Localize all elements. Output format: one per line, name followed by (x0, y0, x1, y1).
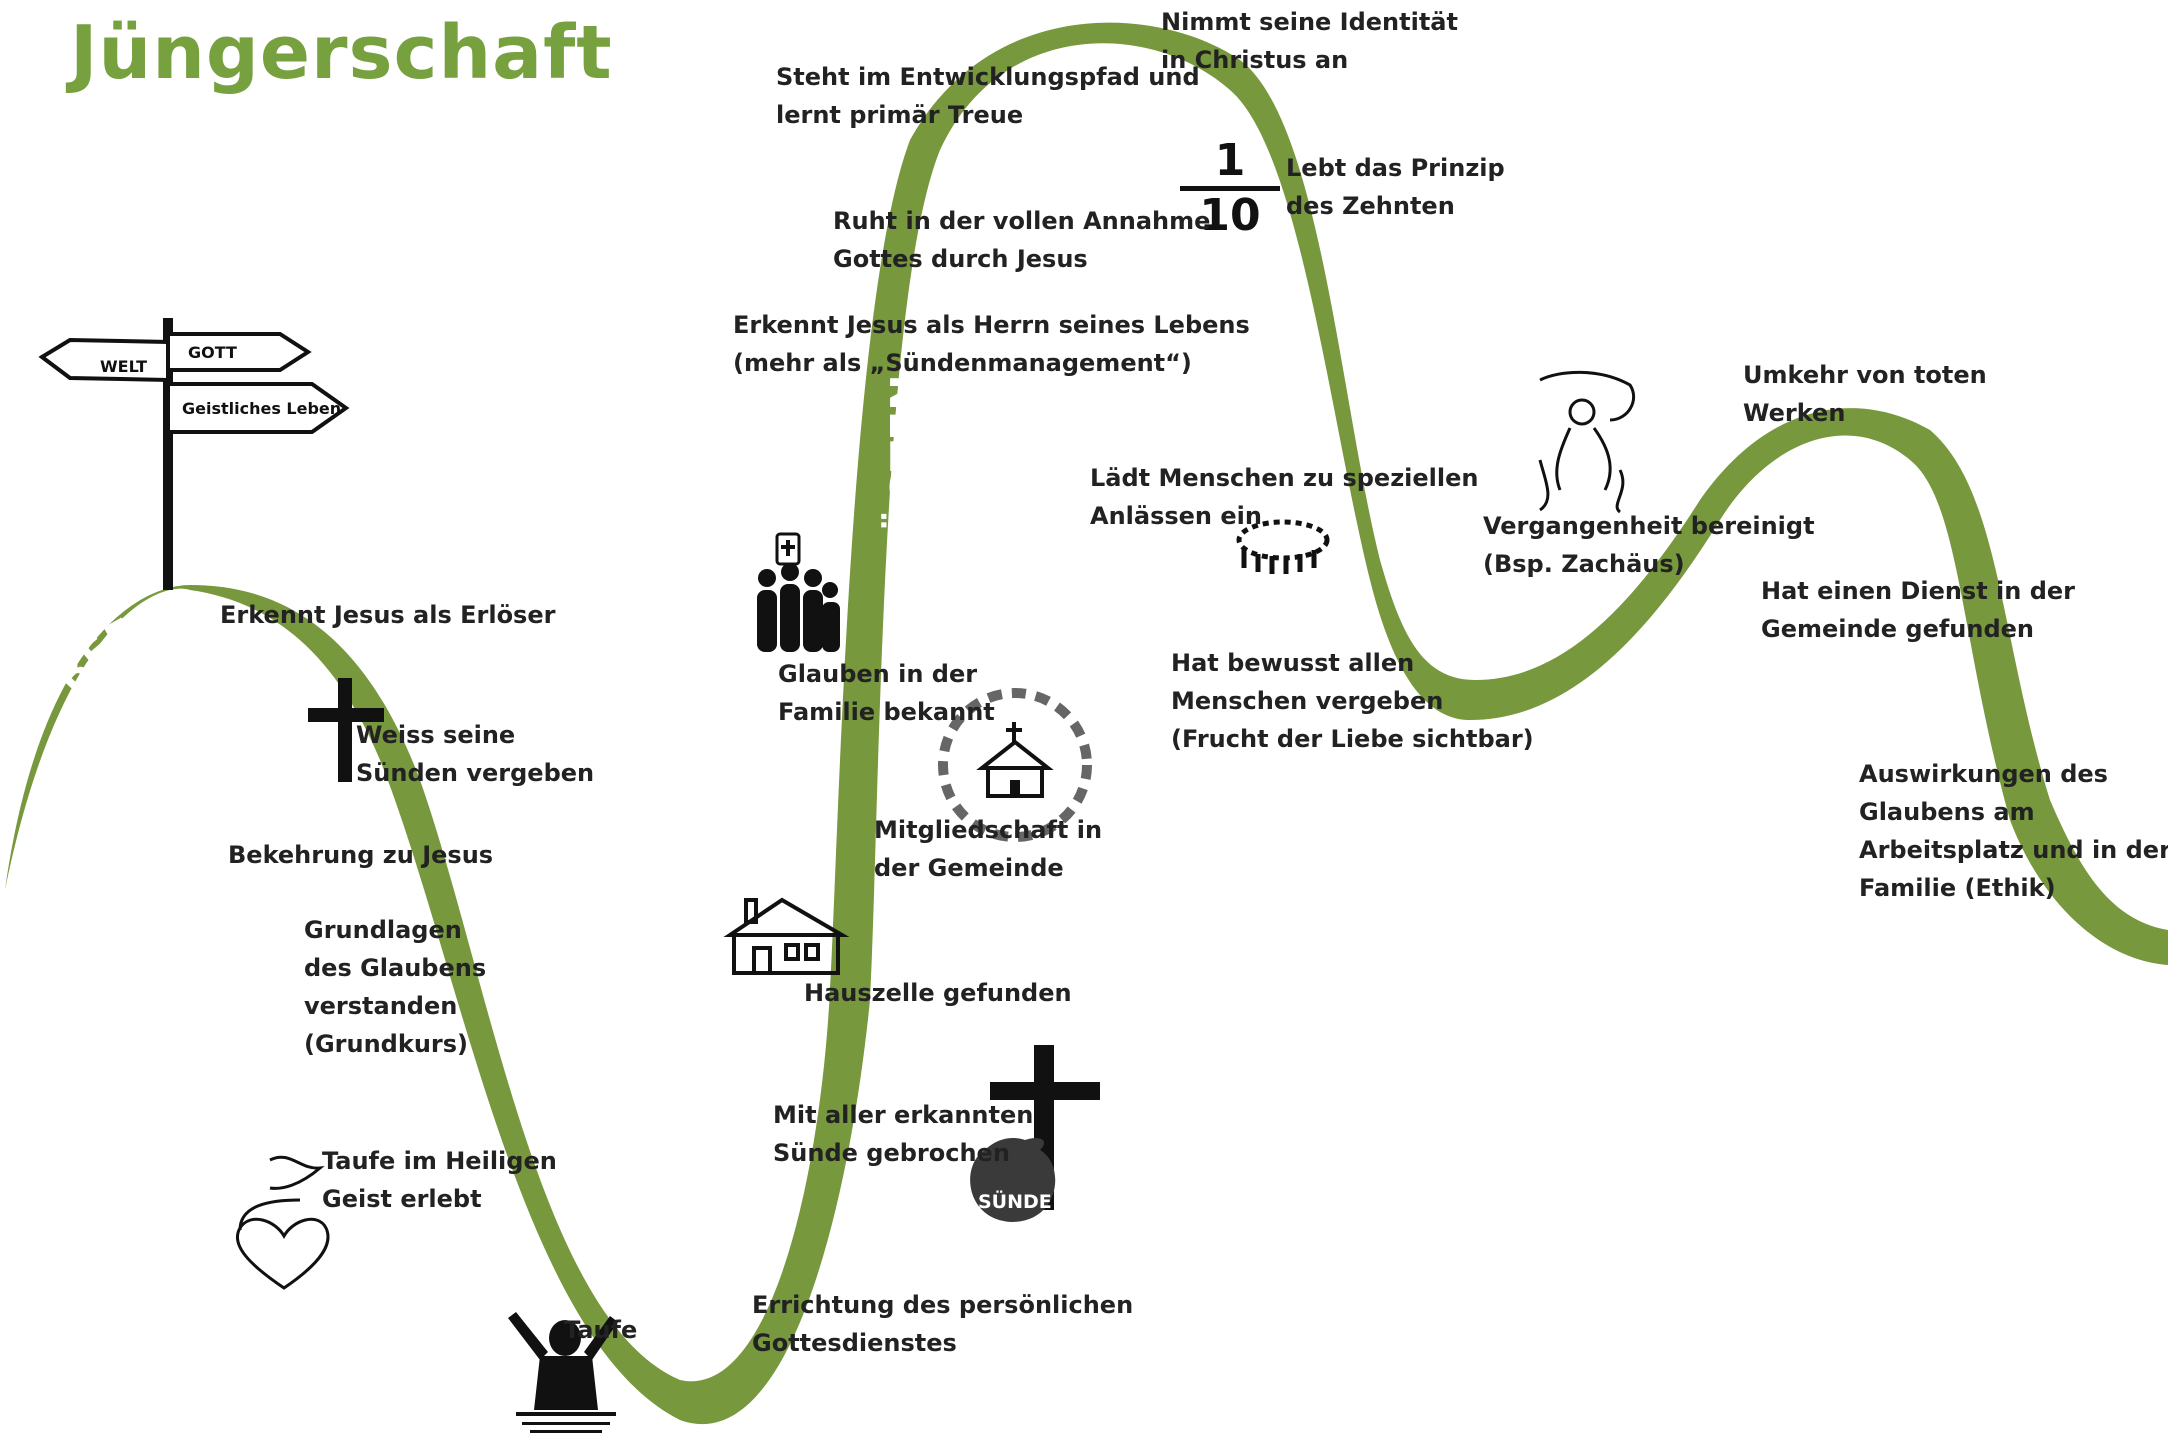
zacchaeus-tree-icon (1538, 370, 1636, 514)
people-circle-icon (1236, 519, 1330, 574)
signpost-welt: WELT (100, 357, 147, 376)
signpost-icon: WELT GOTT Geistliches Leben (38, 318, 350, 590)
milestone-label: Lädt Menschen zu speziellen Anlässen ein (1090, 464, 1479, 530)
milestone-label: Glauben in der Familie bekannt (778, 660, 995, 726)
sin-bag-label: SÜNDE (978, 1189, 1052, 1213)
milestone-label: Hat einen Dienst in der Gemeinde gefunde… (1761, 577, 2076, 643)
cross-icon (308, 678, 384, 782)
milestone-label: Nimmt seine Identität in Christus an (1161, 8, 1458, 74)
dove-heart-icon (235, 1155, 330, 1290)
tithe-denominator: 10 (1199, 190, 1261, 241)
milestone-label: Hauszelle gefunden (804, 979, 1072, 1007)
milestone-label: Erkennt Jesus als Herrn seines Lebens (m… (733, 311, 1250, 377)
tithe-numerator: 1 (1214, 135, 1246, 186)
milestone-label: Mit aller erkannten Sünde gebrochen (773, 1101, 1034, 1167)
milestone-label: Auswirkungen des Glaubens am Arbeitsplat… (1859, 760, 2168, 902)
milestone-label: Vergangenheit bereinigt (Bsp. Zachäus) (1483, 512, 1815, 578)
milestone-label: Hat bewusst allen Menschen vergeben (Fru… (1171, 649, 1534, 753)
baptism-person-icon (508, 1312, 618, 1433)
signpost-geistliches: Geistliches Leben (182, 399, 341, 418)
cross-sin-bag-icon: SÜNDE (970, 1045, 1100, 1222)
fraction-bar (1180, 186, 1280, 191)
milestone-label: Taufe (564, 1316, 638, 1344)
milestone-label: Mitgliedschaft in der Gemeinde (874, 816, 1103, 882)
page-title: Jüngerschaft (70, 10, 613, 96)
milestone-label: Taufe im Heiligen Geist erlebt (322, 1147, 557, 1213)
milestone-label: Grundlagen des Glaubens verstanden (Grun… (304, 916, 487, 1058)
milestone-label: Lebt das Prinzip des Zehnten (1286, 154, 1505, 220)
milestone-label: Weiss seine Sünden vergeben (356, 721, 595, 787)
milestone-label: Erkennt Jesus als Erlöser (220, 601, 556, 629)
tithe-fraction: 1 10 (1180, 138, 1280, 239)
church-community-icon (938, 688, 1092, 842)
house-icon (723, 897, 850, 975)
milestone-label: Umkehr von toten Werken (1743, 361, 1987, 427)
milestone-label: Bekehrung zu Jesus (228, 841, 494, 869)
milestone-label: Steht im Entwicklungspfad und lernt prim… (776, 63, 1200, 129)
signpost-gott: GOTT (188, 343, 237, 362)
phase-label-zuruesten: ZURÜSTEN (880, 374, 933, 640)
milestone-label: Ruht in der vollen Annahme Gottes durch … (833, 207, 1211, 273)
family-bible-icon (757, 532, 840, 652)
milestone-label: Errichtung des persönlichen Gottesdienst… (752, 1291, 1134, 1357)
